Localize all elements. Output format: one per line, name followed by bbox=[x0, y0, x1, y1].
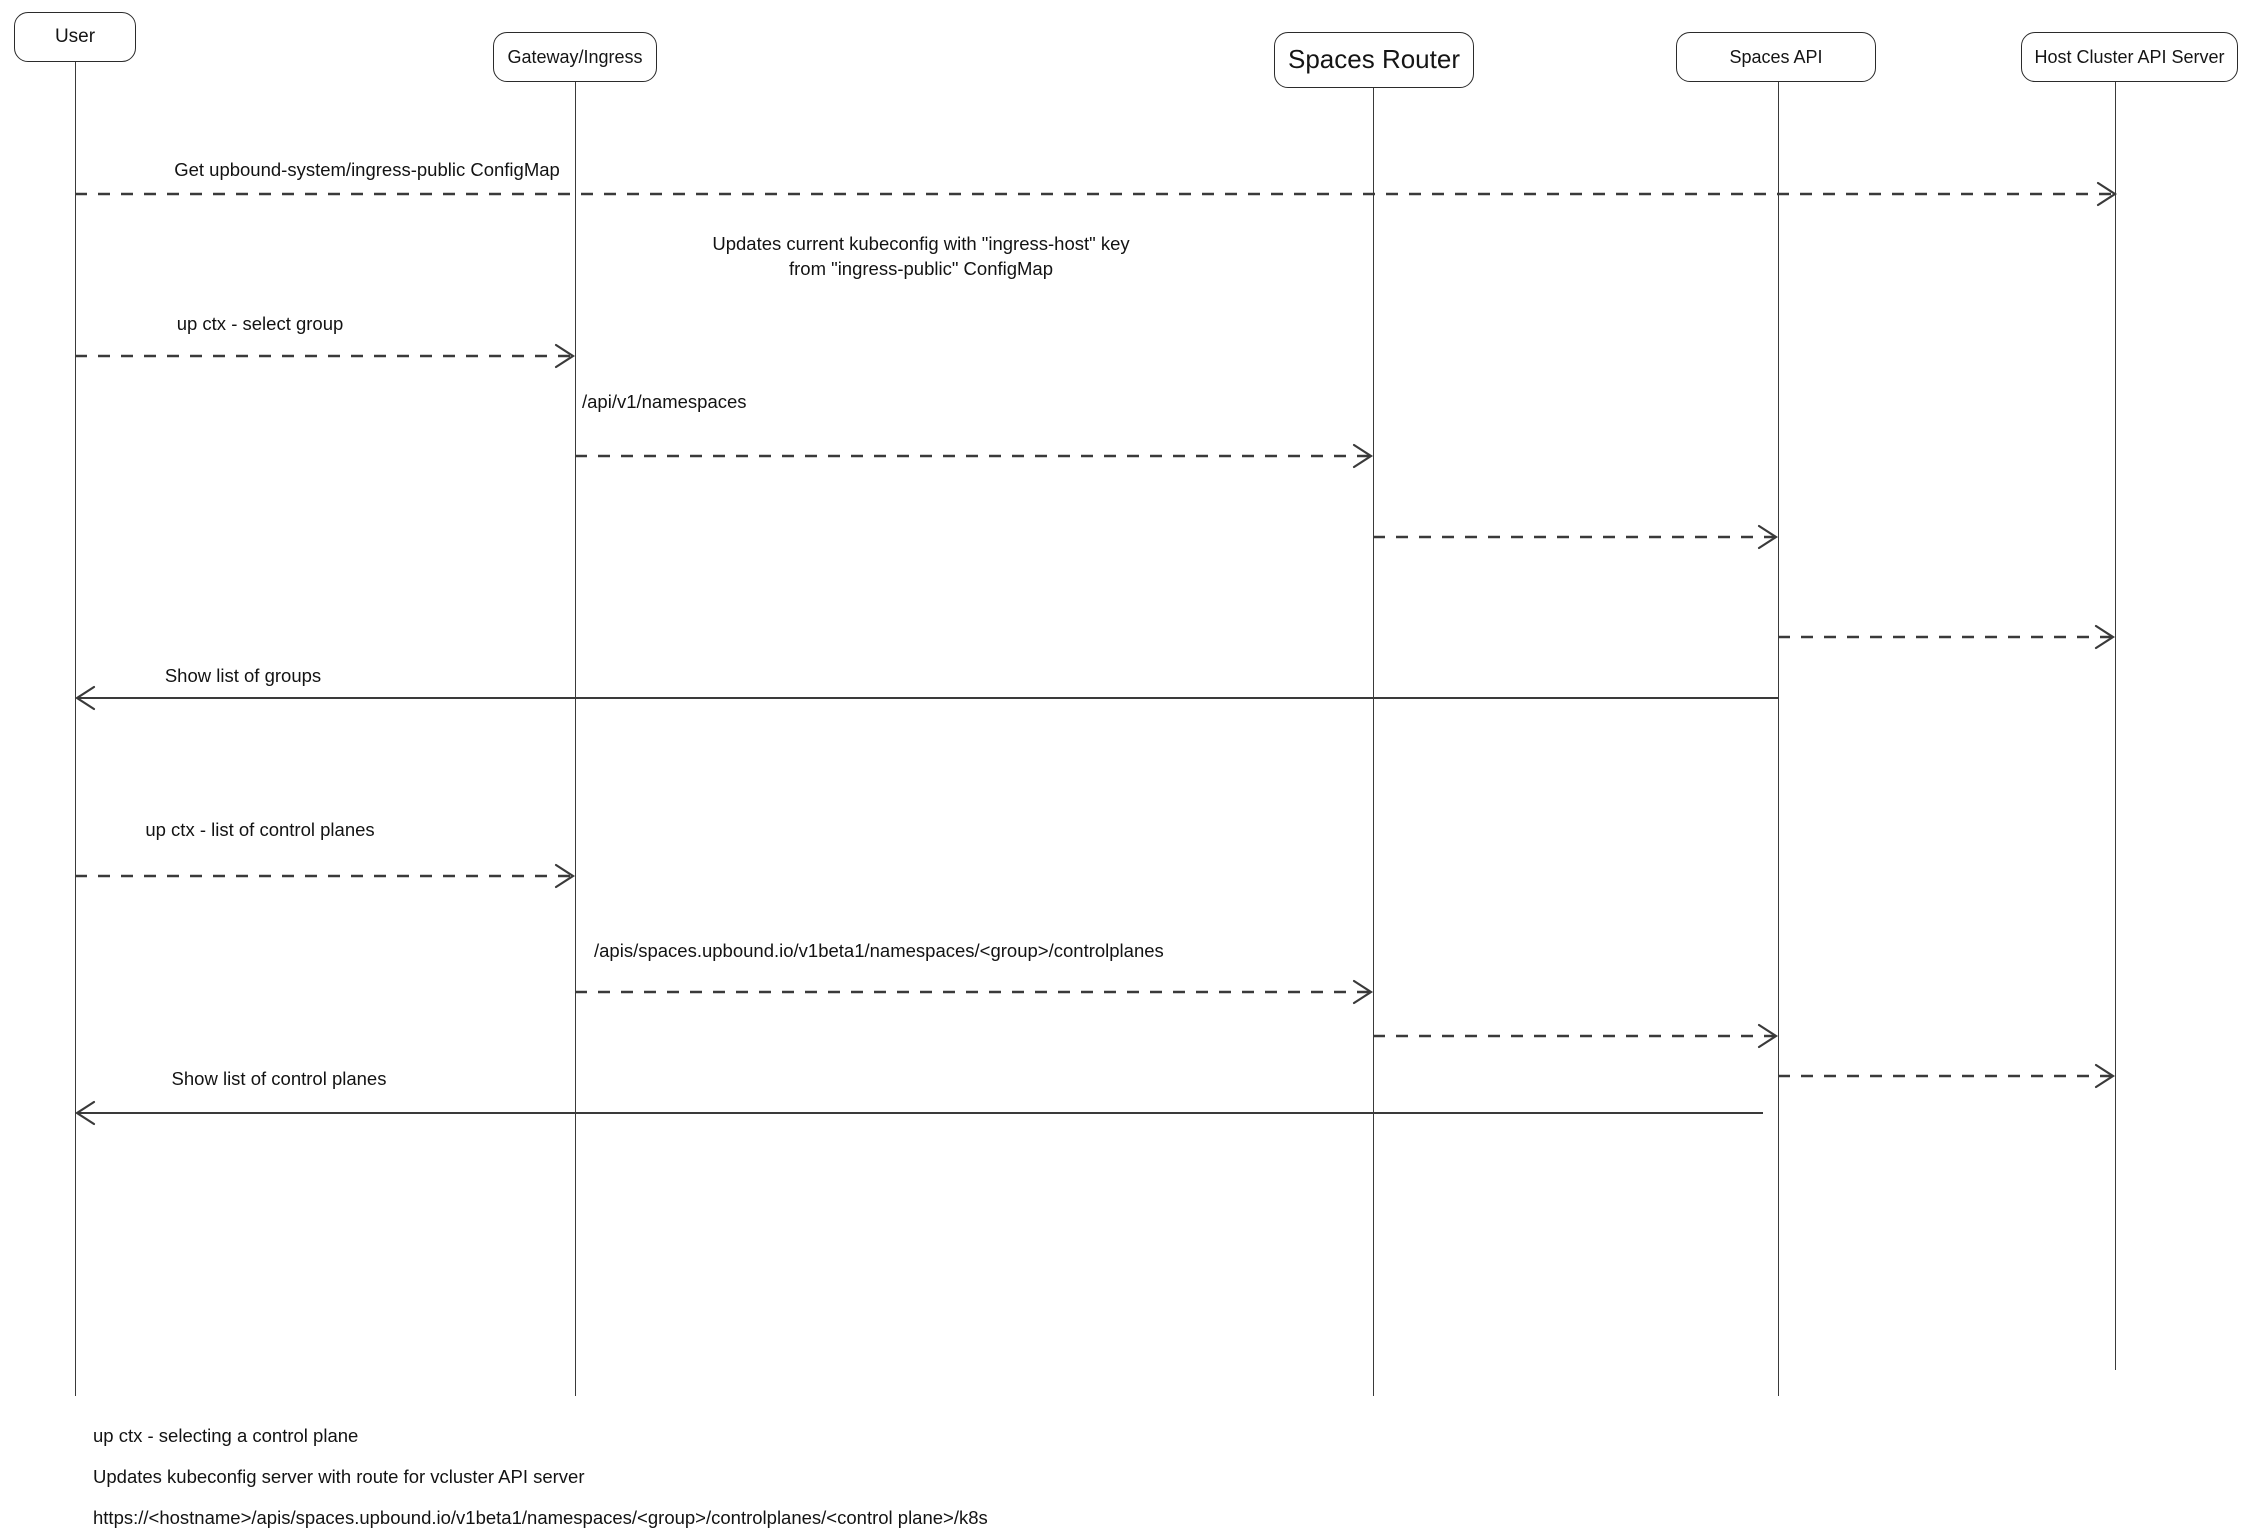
participant-box-user[interactable]: User bbox=[14, 12, 136, 62]
message-arrow-m3 bbox=[75, 343, 576, 369]
message-label-m8: up ctx - list of control planes bbox=[145, 819, 375, 840]
message-arrow-m7 bbox=[74, 685, 1778, 711]
participant-label-host-api: Host Cluster API Server bbox=[2034, 46, 2225, 67]
message-label-m1: Get upbound-system/ingress-public Config… bbox=[174, 159, 560, 180]
message-label-m2: Updates current kubeconfig with "ingress… bbox=[712, 233, 1130, 279]
message-label-m7: Show list of groups bbox=[164, 665, 322, 686]
footer-note-n2: Updates kubeconfig server with route for… bbox=[93, 1466, 585, 1487]
lifeline-spaces-router bbox=[1373, 88, 1374, 1396]
participant-label-spaces-router: Spaces Router bbox=[1288, 44, 1460, 75]
message-arrow-m1 bbox=[75, 181, 2118, 207]
message-arrow-m8 bbox=[75, 863, 576, 889]
message-arrow-m5 bbox=[1373, 524, 1779, 550]
lifeline-host-api bbox=[2115, 82, 2116, 1370]
participant-box-spaces-api[interactable]: Spaces API bbox=[1676, 32, 1876, 82]
participant-label-spaces-api: Spaces API bbox=[1729, 46, 1823, 67]
message-arrow-m9 bbox=[575, 979, 1374, 1005]
message-arrow-m10 bbox=[1373, 1023, 1779, 1049]
participant-label-user: User bbox=[54, 26, 96, 48]
message-label-m12: Show list of control planes bbox=[171, 1068, 387, 1089]
message-arrow-m11 bbox=[1778, 1063, 2116, 1089]
lifeline-user bbox=[75, 62, 76, 1396]
message-label-m3: up ctx - select group bbox=[176, 313, 344, 334]
message-label-m4: /api/v1/namespaces bbox=[582, 391, 747, 412]
participant-box-gateway[interactable]: Gateway/Ingress bbox=[493, 32, 657, 82]
participant-box-spaces-router[interactable]: Spaces Router bbox=[1274, 32, 1474, 88]
participant-label-gateway: Gateway/Ingress bbox=[507, 46, 643, 67]
message-arrow-m4 bbox=[575, 443, 1374, 469]
lifeline-spaces-api bbox=[1778, 82, 1779, 1396]
lifeline-gateway bbox=[575, 82, 576, 1396]
footer-note-n3: https://<hostname>/apis/spaces.upbound.i… bbox=[93, 1507, 988, 1528]
footer-note-n1: up ctx - selecting a control plane bbox=[93, 1425, 359, 1446]
message-arrow-m12 bbox=[74, 1100, 1763, 1126]
message-arrow-m6 bbox=[1778, 624, 2116, 650]
participant-box-host-api[interactable]: Host Cluster API Server bbox=[2021, 32, 2238, 82]
message-label-m9: /apis/spaces.upbound.io/v1beta1/namespac… bbox=[594, 940, 1164, 961]
